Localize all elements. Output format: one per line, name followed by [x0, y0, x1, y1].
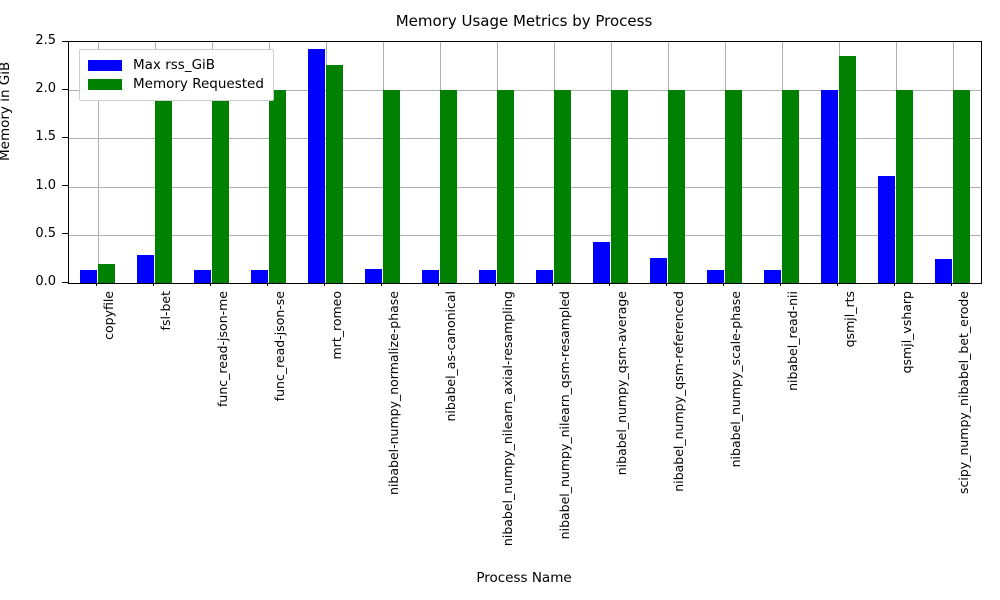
y-tick-label: 0.5: [35, 225, 56, 241]
legend-label: Memory Requested: [133, 76, 264, 92]
y-tick-label: 2.0: [35, 81, 56, 97]
x-tick-mark: [96, 282, 98, 286]
bar-memory-requested: [383, 90, 400, 283]
bar-max-rss: [80, 269, 97, 283]
y-gridline: [69, 186, 981, 188]
x-tick-label: copyfile: [100, 291, 116, 340]
x-tick-mark: [894, 282, 896, 286]
y-tick-mark: [62, 136, 68, 138]
bar-max-rss: [422, 269, 439, 283]
y-gridline: [69, 90, 981, 92]
x-tick-mark: [267, 282, 269, 286]
x-axis-title: Process Name: [476, 570, 572, 586]
legend-swatch-icon: [88, 79, 122, 90]
x-tick-mark: [666, 282, 668, 286]
bar-max-rss: [251, 269, 268, 283]
x-gridline: [98, 42, 99, 283]
bar-max-rss: [878, 176, 895, 283]
bar-max-rss: [593, 241, 610, 283]
bar-memory-requested: [668, 90, 685, 283]
bar-memory-requested: [782, 90, 799, 283]
x-tick-mark: [837, 282, 839, 286]
x-tick-mark: [438, 282, 440, 286]
x-tick-mark: [609, 282, 611, 286]
x-tick-label: nibabel_as-canonical: [442, 291, 458, 422]
x-tick-mark: [495, 282, 497, 286]
x-tick-mark: [381, 282, 383, 286]
x-tick-label: nibabel_numpy_qsm-referenced: [670, 291, 686, 492]
bar-max-rss: [935, 258, 952, 283]
chart-title: Memory Usage Metrics by Process: [395, 12, 653, 30]
plot-area: Max rss_GiB Memory Requested: [68, 41, 982, 284]
plot-inner: [69, 42, 981, 283]
x-tick-mark: [780, 282, 782, 286]
x-tick-label: fsl-bet: [157, 291, 173, 331]
x-tick-mark: [210, 282, 212, 286]
y-tick-label: 2.5: [35, 33, 56, 48]
bar-memory-requested: [155, 90, 172, 283]
x-tick-label: func_read-json-se: [271, 291, 287, 402]
bar-memory-requested: [839, 56, 856, 283]
bar-memory-requested: [725, 90, 742, 283]
y-tick-label: 1.5: [35, 129, 56, 145]
bar-max-rss: [764, 269, 781, 283]
bar-max-rss: [707, 269, 724, 283]
y-tick-mark: [62, 233, 68, 235]
y-tick-label: 1.0: [35, 177, 56, 193]
y-tick-label: 0.0: [35, 274, 56, 289]
bar-max-rss: [365, 268, 382, 283]
x-tick-label: nibabel_numpy_qsm-average: [613, 291, 629, 476]
x-tick-label: nibabel_numpy_nilearn_qsm-resampled: [556, 291, 572, 540]
y-gridline: [69, 234, 981, 236]
bar-memory-requested: [611, 90, 628, 283]
y-tick-mark: [62, 281, 68, 283]
y-gridline: [69, 138, 981, 140]
y-tick-mark: [62, 185, 68, 187]
x-tick-mark: [324, 282, 326, 286]
bar-memory-requested: [953, 90, 970, 283]
bar-memory-requested: [326, 65, 343, 283]
bar-memory-requested: [497, 90, 514, 283]
x-tick-label: scipy_numpy_nibabel_bet_erode: [955, 291, 971, 494]
x-tick-label: qsmjl_vsharp: [898, 291, 914, 374]
bar-max-rss: [137, 255, 154, 283]
bar-max-rss: [194, 269, 211, 283]
bar-memory-requested: [554, 90, 571, 283]
y-tick-mark: [62, 40, 68, 42]
x-tick-mark: [723, 282, 725, 286]
y-axis-title: Memory in GiB: [0, 61, 13, 161]
bar-memory-requested: [896, 90, 913, 283]
y-tick-mark: [62, 88, 68, 90]
bar-max-rss: [536, 269, 553, 283]
x-tick-label: nibabel_read-nii: [784, 291, 800, 391]
bar-max-rss: [821, 90, 838, 283]
x-tick-mark: [552, 282, 554, 286]
x-tick-label: func_read-json-me: [214, 291, 230, 407]
x-tick-label: nibabel_numpy_nilearn_axial-resampling: [499, 291, 515, 547]
x-tick-mark: [951, 282, 953, 286]
legend-item-max-rss[interactable]: Max rss_GiB: [88, 56, 264, 75]
x-tick-mark: [153, 282, 155, 286]
bar-memory-requested: [98, 263, 115, 283]
legend-swatch-icon: [88, 60, 122, 71]
legend-label: Max rss_GiB: [133, 57, 216, 73]
x-tick-label: nibabel_numpy_scale-phase: [727, 291, 743, 468]
bar-memory-requested: [212, 90, 229, 283]
bar-memory-requested: [440, 90, 457, 283]
x-tick-label: nibabel-numpy_normalize-phase: [385, 291, 401, 495]
x-tick-label: mrt_romeo: [328, 291, 344, 360]
bar-memory-requested: [269, 90, 286, 283]
legend-item-memory-requested[interactable]: Memory Requested: [88, 75, 264, 94]
chart-title-container: Memory Usage Metrics by Process: [68, 12, 980, 30]
bar-max-rss: [650, 257, 667, 283]
x-tick-label: qsmjl_rts: [841, 291, 857, 348]
bar-max-rss: [308, 48, 325, 283]
bar-max-rss: [479, 269, 496, 283]
chart-legend[interactable]: Max rss_GiB Memory Requested: [79, 49, 274, 101]
